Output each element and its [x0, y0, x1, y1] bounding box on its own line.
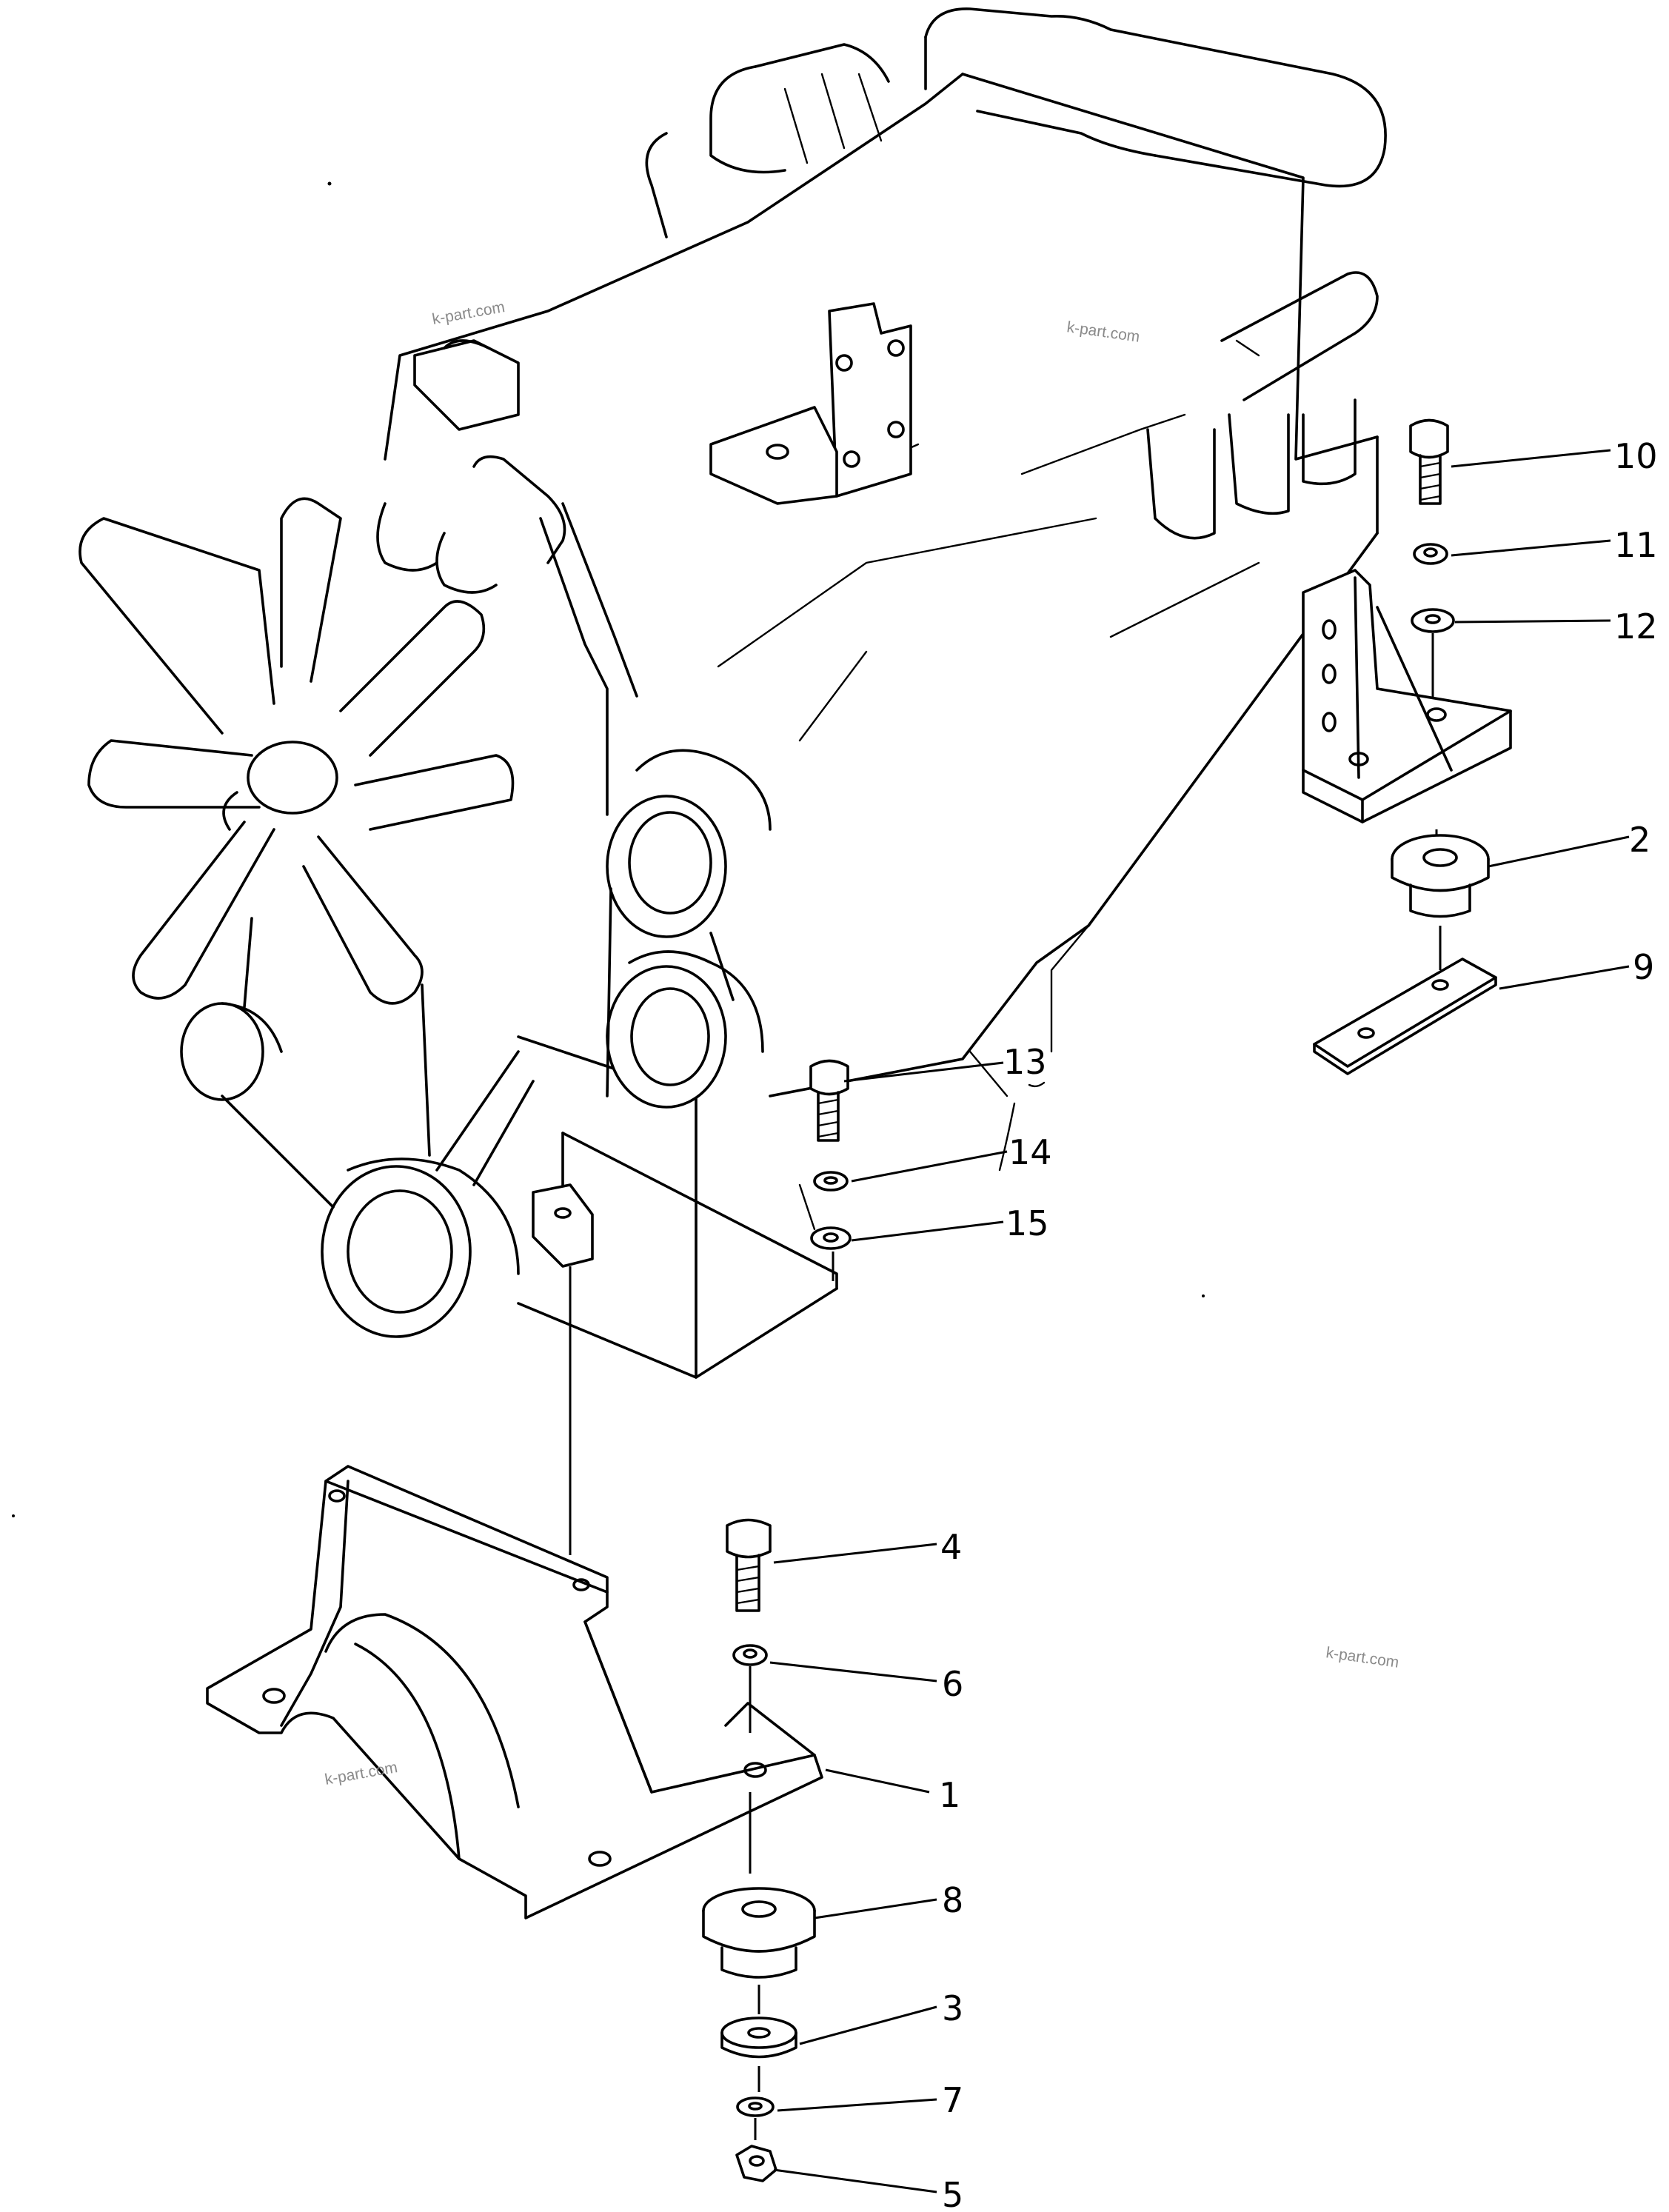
front-support-bracket	[206, 1183, 823, 1919]
stray-dot	[1202, 1294, 1205, 1297]
callout-1: 1	[939, 1775, 960, 1815]
stray-dot	[327, 181, 332, 186]
callout-2: 2	[1629, 820, 1650, 860]
rear-mount-fasteners	[809, 418, 1512, 1281]
callout-labels: 10 11 12 2 9 13 14 15 4 6 1 8 3 7 5	[939, 436, 1658, 2212]
watermark-3: k-part.com	[1325, 1644, 1399, 1671]
engine-block	[384, 73, 1379, 1379]
callout-6: 6	[942, 1664, 963, 1704]
cooling-fan	[78, 497, 515, 1005]
callout-11: 11	[1614, 525, 1658, 565]
callout-13: 13	[1003, 1042, 1047, 1082]
callout-15: 15	[1006, 1203, 1049, 1243]
callout-12: 12	[1614, 607, 1658, 646]
watermark-1: k-part.com	[431, 298, 506, 328]
oil-pipes	[376, 339, 638, 816]
callout-14: 14	[1009, 1132, 1052, 1172]
air-intake-ducting	[645, 7, 1387, 540]
callout-3: 3	[942, 1988, 963, 2028]
callout-10: 10	[1614, 436, 1658, 476]
engine-side-bracket	[709, 302, 912, 505]
callout-5: 5	[942, 2175, 963, 2212]
callout-leader-lines	[769, 449, 1630, 2193]
stray-dot	[12, 1514, 15, 1517]
callout-8: 8	[942, 1880, 963, 1920]
watermark-4: k-part.com	[324, 1759, 399, 1788]
watermark-2: k-part.com	[1066, 318, 1140, 346]
callout-9: 9	[1633, 947, 1654, 987]
pulleys-and-belts	[180, 749, 772, 1338]
callout-7: 7	[942, 2080, 963, 2120]
front-mount-fasteners	[702, 1518, 816, 2182]
callout-4: 4	[940, 1527, 962, 1567]
